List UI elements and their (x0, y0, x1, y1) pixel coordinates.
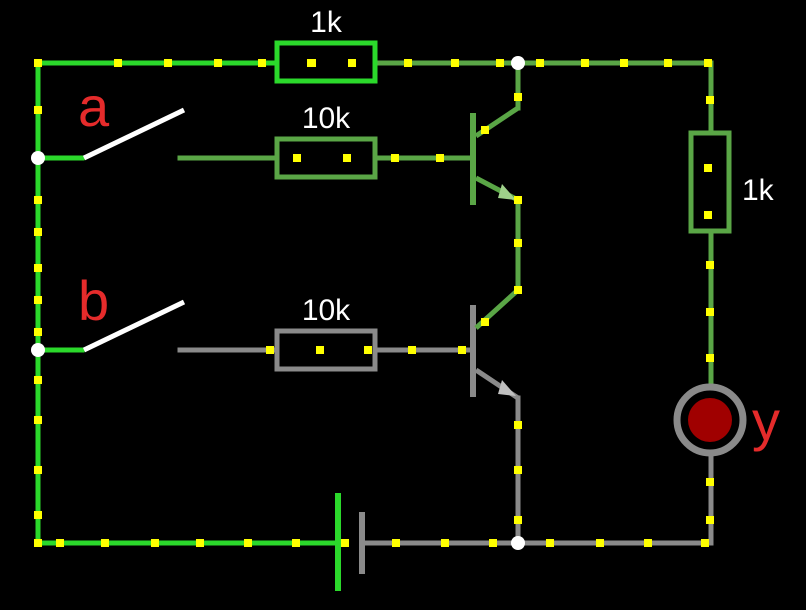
current-dot (581, 59, 589, 67)
output-y-label: y (752, 389, 780, 452)
current-dot (514, 466, 522, 474)
current-dot (164, 59, 172, 67)
current-dot (706, 478, 714, 486)
transistor-lower-arrow (498, 380, 516, 396)
switch-a-blade (82, 107, 186, 161)
transistor-upper[interactable] (470, 105, 520, 205)
current-dot (706, 354, 714, 362)
current-dot (664, 59, 672, 67)
current-dot (514, 286, 522, 294)
current-dot (704, 211, 712, 219)
current-dot (114, 59, 122, 67)
current-dot (34, 328, 42, 336)
current-dot (34, 539, 42, 547)
current-dot (706, 261, 714, 269)
wire-bottom-right (359, 449, 714, 546)
current-dot (706, 516, 714, 524)
current-dot (704, 59, 712, 67)
current-dot (292, 539, 300, 547)
current-dot (489, 539, 497, 547)
resistor-right-label: 1k (742, 174, 775, 207)
current-dot (34, 228, 42, 236)
current-flow-dots (34, 59, 714, 547)
current-dot (266, 346, 274, 354)
transistor-lower[interactable] (470, 288, 520, 401)
current-dot (441, 539, 449, 547)
current-dot (436, 154, 444, 162)
current-dot (196, 539, 204, 547)
switch-a-label: a (78, 75, 110, 138)
current-dot (514, 196, 522, 204)
current-dot (481, 126, 489, 134)
current-dot (34, 511, 42, 519)
current-dot (34, 264, 42, 272)
current-dot (364, 346, 372, 354)
current-dot (56, 539, 64, 547)
junction-left-a (31, 151, 45, 165)
switch-b[interactable] (82, 299, 186, 353)
current-dot (706, 308, 714, 316)
current-dot (343, 154, 351, 162)
current-dot (316, 346, 324, 354)
current-dot (451, 59, 459, 67)
current-dot (101, 539, 109, 547)
resistor-b[interactable] (274, 328, 378, 372)
junction-top (511, 56, 525, 70)
resistor-top-label: 1k (310, 6, 343, 39)
resistor-a[interactable] (274, 136, 378, 180)
current-dot (34, 196, 42, 204)
current-dot (701, 539, 709, 547)
led-lamp (688, 398, 732, 442)
current-dot (644, 539, 652, 547)
switch-b-blade (82, 299, 186, 353)
current-dot (514, 93, 522, 101)
current-dot (391, 154, 399, 162)
current-dot (514, 239, 522, 247)
wire-top-right (373, 60, 714, 135)
current-dot (496, 59, 504, 67)
current-dot (514, 421, 522, 429)
current-dot (348, 59, 356, 67)
resistor-top[interactable] (274, 40, 378, 84)
current-dot (214, 59, 222, 67)
current-dot (151, 539, 159, 547)
current-dot (258, 59, 266, 67)
led-output[interactable] (673, 383, 747, 457)
resistor-a-label: 10k (302, 102, 351, 135)
current-dot (404, 59, 412, 67)
current-dot (546, 539, 554, 547)
current-dot (34, 296, 42, 304)
junction-left-b (31, 343, 45, 357)
current-dot (293, 154, 301, 162)
current-dot (341, 539, 349, 547)
current-dot (34, 376, 42, 384)
switch-b-label: b (78, 269, 109, 332)
switch-a[interactable] (82, 107, 186, 161)
current-dot (620, 59, 628, 67)
current-dot (392, 539, 400, 547)
current-dot (34, 59, 42, 67)
current-dot (34, 466, 42, 474)
current-dot (34, 416, 42, 424)
current-dot (408, 346, 416, 354)
junction-bottom (511, 536, 525, 550)
current-dot (536, 59, 544, 67)
resistor-b-label: 10k (302, 294, 351, 327)
current-dot (308, 59, 316, 67)
current-dot (481, 318, 489, 326)
current-dot (706, 96, 714, 104)
current-dot (704, 164, 712, 172)
current-dot (596, 539, 604, 547)
transistor-upper-arrow (498, 184, 516, 200)
current-dot (244, 539, 252, 547)
current-dot (34, 106, 42, 114)
wires (35, 60, 714, 546)
current-dot (458, 346, 466, 354)
battery[interactable] (335, 493, 365, 591)
junctions (31, 56, 525, 550)
current-dot (514, 516, 522, 524)
